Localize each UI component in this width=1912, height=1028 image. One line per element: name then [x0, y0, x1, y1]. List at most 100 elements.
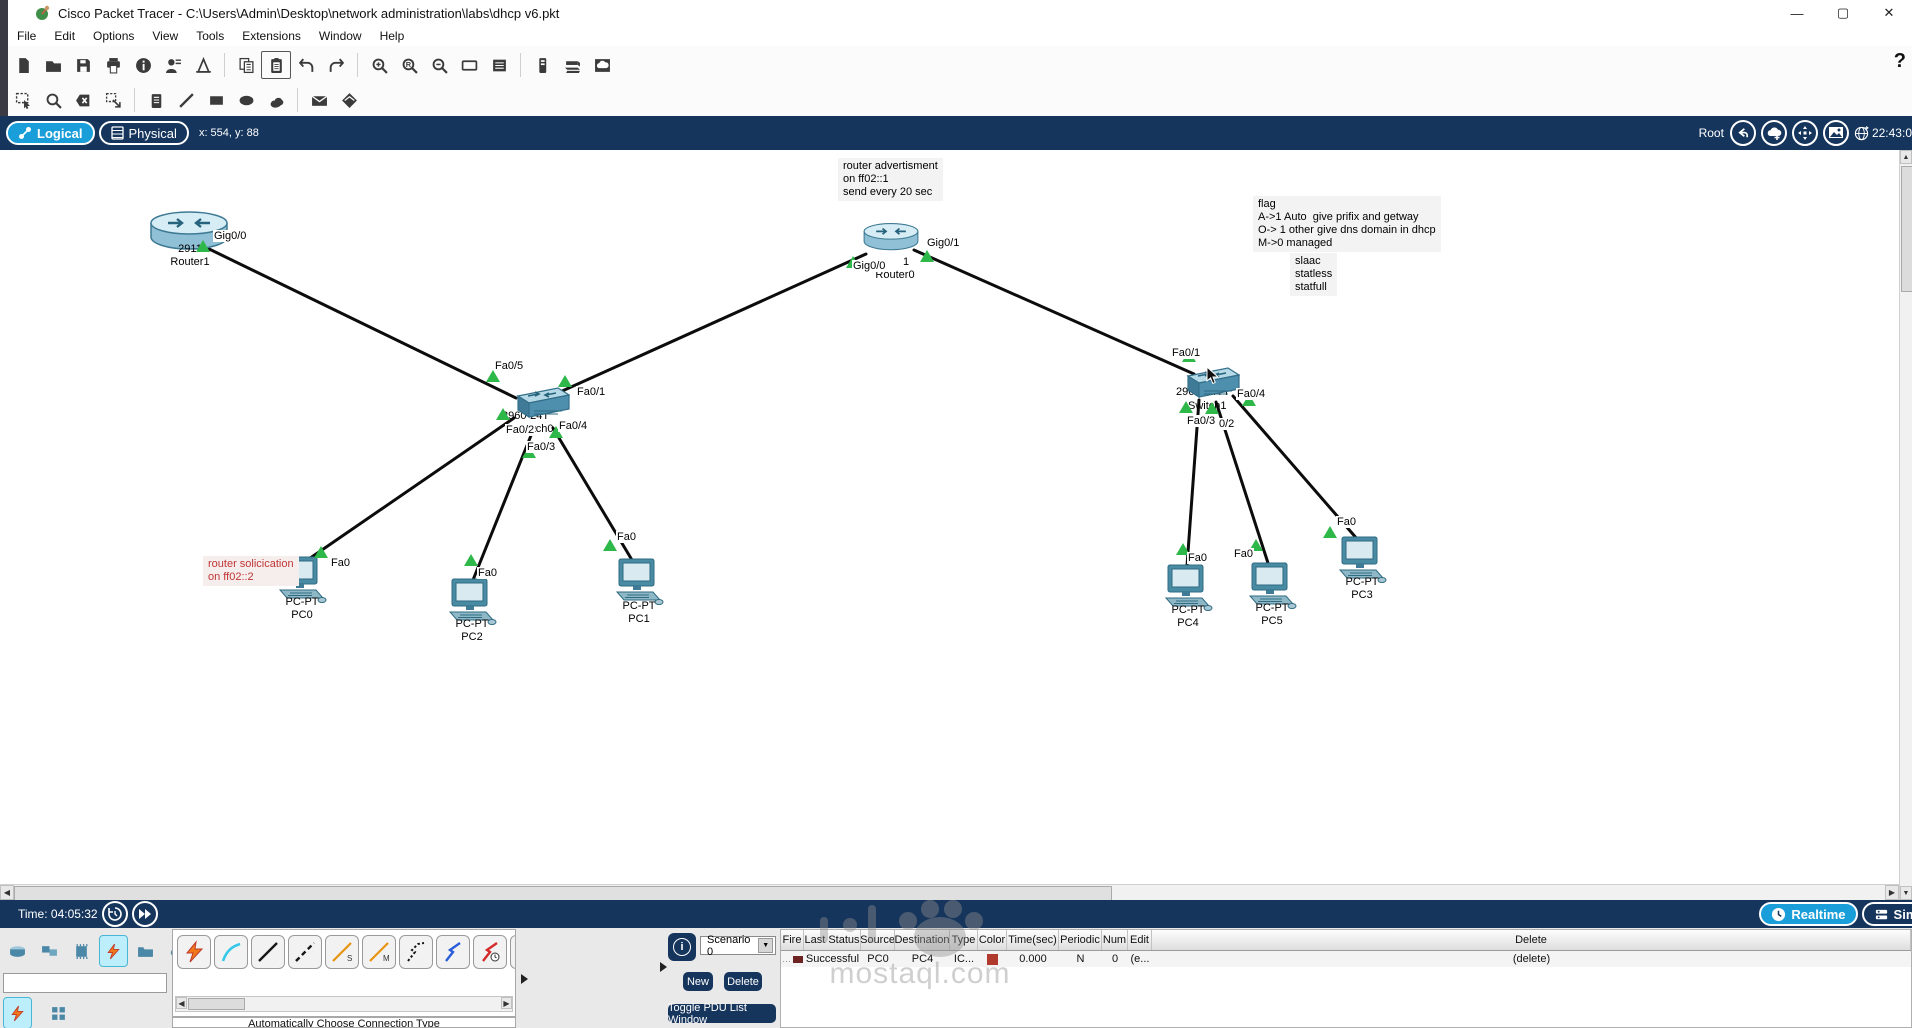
menu-options[interactable]: Options [93, 29, 135, 43]
link-cable[interactable] [301, 416, 516, 565]
simulation-mode-button[interactable]: Simulation [1861, 902, 1912, 926]
pdu-cell[interactable]: N [1076, 953, 1085, 965]
menu-help[interactable]: Help [379, 29, 405, 43]
pdu-cell[interactable]: PC4 [911, 953, 934, 965]
menu-file[interactable]: File [17, 29, 37, 43]
new-scenario-button[interactable]: New [683, 972, 713, 991]
maximize-button[interactable]: ▢ [1836, 5, 1850, 20]
new-file-icon[interactable] [8, 51, 38, 79]
palette-expander-icon[interactable] [521, 974, 528, 984]
pdu-col-time-sec-[interactable]: Time(sec) [1007, 930, 1059, 950]
delete-scenario-button[interactable]: Delete [724, 972, 762, 991]
pdu-cell[interactable]: (e... [1130, 953, 1150, 965]
copy-icon[interactable] [231, 51, 261, 79]
redo-icon[interactable] [321, 51, 351, 79]
minimize-button[interactable]: — [1790, 5, 1804, 21]
complex-pdu-tool-icon[interactable] [334, 86, 364, 114]
scroll-left-icon[interactable]: ◀ [0, 885, 14, 900]
device-router0[interactable] [862, 220, 920, 254]
delete-tool-icon[interactable] [68, 86, 98, 114]
device-switch0[interactable] [512, 384, 570, 424]
device-pc1[interactable] [613, 558, 665, 606]
zoom-in-icon[interactable] [364, 51, 394, 79]
auto-cable-button[interactable] [177, 935, 211, 969]
tab-physical[interactable]: Physical [98, 121, 189, 145]
pdu-col-destination[interactable]: Destination [895, 930, 950, 950]
selected-device-field[interactable] [3, 973, 167, 993]
pdu-table-row[interactable]: …Successful PC0 PC4 IC... 0.000 N 0 (e... (delet… [781, 951, 1911, 967]
pdu-col-edit[interactable]: Edit [1128, 930, 1152, 950]
tower-device-icon[interactable] [527, 51, 557, 79]
power-cycle-button[interactable] [101, 901, 128, 927]
pdu-col-last-status[interactable]: Last Status [804, 930, 861, 950]
scroll-right-icon[interactable]: ▶ [1885, 885, 1899, 900]
category-miscellaneous-icon[interactable] [132, 936, 159, 966]
category-connections-icon[interactable] [99, 935, 128, 967]
realtime-mode-button[interactable]: Realtime [1759, 902, 1858, 926]
select-tool-icon[interactable] [8, 86, 38, 114]
scenario-dropdown[interactable]: Scenario 0 ▼ [700, 934, 776, 958]
palette-dialog-icon[interactable] [454, 51, 484, 79]
palette-scrollbar[interactable]: ◀ ▶ [175, 996, 513, 1012]
serial-dce-cable-button[interactable] [473, 935, 507, 969]
octal-cable-button[interactable] [399, 935, 433, 969]
connections-bolt-icon[interactable] [3, 997, 32, 1028]
copper-cross-cable-button[interactable] [288, 935, 322, 969]
pdu-cell[interactable]: PC0 [867, 953, 889, 965]
inspect-tool-icon[interactable] [38, 86, 68, 114]
palette-scroll-thumb[interactable] [188, 998, 245, 1010]
line-tool-icon[interactable] [171, 86, 201, 114]
category-components-icon[interactable] [68, 936, 95, 966]
paste-icon[interactable] [261, 51, 291, 79]
serial-s-cable-button[interactable]: S [325, 935, 359, 969]
vertical-scroll-thumb[interactable] [1901, 166, 1912, 292]
rect-tool-icon[interactable] [201, 86, 231, 114]
vertical-scrollbar[interactable]: ▲ ▼ [1899, 150, 1912, 900]
ellipse-tool-icon[interactable] [231, 86, 261, 114]
pdu-cell[interactable]: 0 [1111, 953, 1119, 965]
pdu-col-type[interactable]: Type [950, 930, 978, 950]
menu-window[interactable]: Window [318, 29, 362, 43]
open-file-icon[interactable] [38, 51, 68, 79]
zoom-out-icon[interactable] [424, 51, 454, 79]
help-icon[interactable]: ? [1893, 50, 1906, 72]
pdu-col-delete[interactable]: Delete [1152, 930, 1911, 950]
pdu-col-num[interactable]: Num [1102, 930, 1128, 950]
set-background-button[interactable] [1822, 120, 1849, 146]
pdu-fire-cell[interactable]: … [781, 954, 804, 964]
tab-logical[interactable]: Logical [6, 121, 95, 145]
menu-extensions[interactable]: Extensions [242, 29, 301, 43]
pdu-col-periodic[interactable]: Periodic [1059, 930, 1102, 950]
print-icon[interactable] [98, 51, 128, 79]
info-icon[interactable] [128, 51, 158, 79]
pdu-cell[interactable]: (delete) [1512, 953, 1551, 965]
palette-scroll-right-icon[interactable]: ▶ [501, 997, 512, 1009]
pdu-cell[interactable]: IC... [953, 953, 975, 965]
copper-straight-cable-button[interactable] [251, 935, 285, 969]
link-cable[interactable] [1185, 398, 1201, 568]
pdu-col-color[interactable]: Color [978, 930, 1007, 950]
pdu-col-source[interactable]: Source [861, 930, 895, 950]
cloud-image-icon[interactable] [587, 51, 617, 79]
rack-device-icon[interactable] [557, 51, 587, 79]
pdu-col-fire[interactable]: Fire [781, 930, 804, 950]
root-cluster-label[interactable]: Root [1698, 126, 1724, 140]
resize-tool-icon[interactable] [98, 86, 128, 114]
save-file-icon[interactable] [68, 51, 98, 79]
drawing-a-icon[interactable] [188, 51, 218, 79]
pdu-cell[interactable]: Successful [805, 953, 860, 965]
freeform-tool-icon[interactable] [261, 86, 291, 114]
category-network-devices-icon[interactable] [4, 936, 31, 966]
console-cable-button[interactable] [214, 935, 248, 969]
scenario-expander-icon[interactable] [660, 962, 667, 972]
horizontal-scrollbar[interactable]: ◀ ▶ [0, 884, 1899, 901]
link-cable[interactable] [558, 252, 868, 394]
link-cable[interactable] [203, 245, 518, 400]
horizontal-scroll-thumb[interactable] [14, 886, 1112, 901]
zoom-original-icon[interactable]: R [394, 51, 424, 79]
back-navigation-button[interactable] [1729, 120, 1756, 146]
move-object-button[interactable] [1791, 120, 1818, 146]
usb-zigzag-cable-button[interactable] [436, 935, 470, 969]
pdu-cell[interactable]: 0.000 [1019, 953, 1047, 965]
scenario-info-button[interactable]: i [668, 933, 696, 961]
